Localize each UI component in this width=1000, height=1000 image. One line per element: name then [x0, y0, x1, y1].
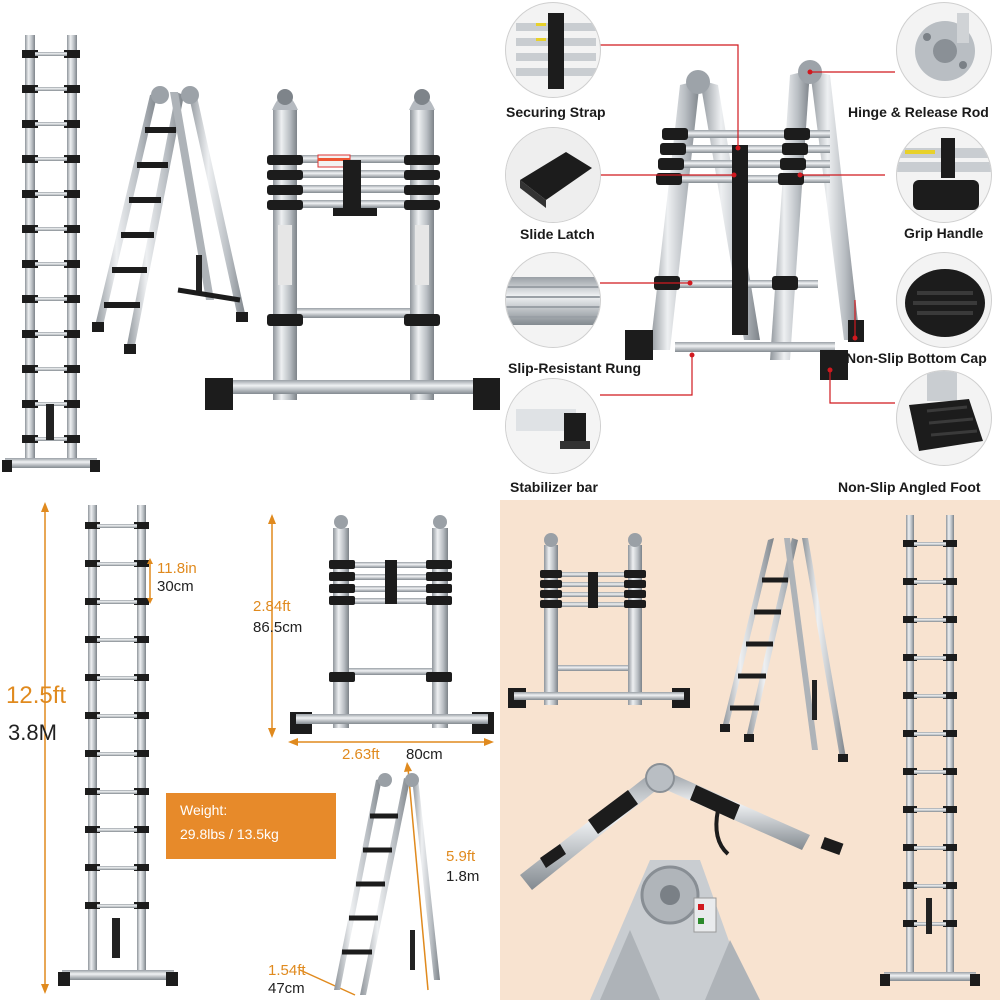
label-hinge-release-rod: Hinge & Release Rod: [848, 104, 989, 120]
a-frame-height-cm: 86.5cm: [253, 619, 303, 636]
label-slip-resistant-rung: Slip-Resistant Rung: [508, 360, 642, 376]
rung-spacing-inches: 11.8in: [157, 560, 197, 577]
feature-callout-illustration: [600, 44, 895, 404]
dimension-arrows: [41, 502, 494, 996]
dimensions-illustration: [41, 502, 494, 996]
open-a-frame: [720, 538, 848, 762]
feature-callout-panel: Securing Strap Hinge & Release Rod Slide…: [500, 0, 1000, 500]
label-securing-strap: Securing Strap: [506, 104, 606, 120]
configurations-panel: [500, 500, 1000, 1000]
dimensions-panel: 11.8in 30cm 12.5ft 3.8M 2.84ft 86.5cm 2.…: [0, 500, 500, 1000]
label-slide-latch: Slide Latch: [520, 226, 595, 242]
label-stabilizer-bar: Stabilizer bar: [510, 479, 598, 495]
a-base-ft: 1.54ft: [268, 962, 306, 979]
slide-latch-closeup: [505, 127, 601, 223]
weight-badge: Weight: 29.8lbs / 13.5kg: [166, 793, 336, 859]
central-a-frame-ladder: [625, 60, 864, 380]
extended-ladder-side: [880, 515, 980, 986]
a-frame-ladder-angled: [92, 86, 248, 354]
weight-value: 29.8lbs / 13.5kg: [180, 826, 279, 842]
full-height-m: 3.8M: [8, 720, 57, 745]
ladder-views-illustration: [2, 35, 500, 472]
a-base-cm: 47cm: [268, 980, 305, 997]
a-height-m: 1.8m: [446, 868, 480, 885]
a-frame-angled-small: [334, 773, 440, 995]
stabilizer-bar-closeup: [505, 378, 601, 474]
full-height-ft: 12.5ft: [6, 682, 67, 709]
label-grip-handle: Grip Handle: [904, 225, 984, 241]
rung-spacing-cm: 30cm: [157, 578, 194, 595]
a-height-ft: 5.9ft: [446, 848, 476, 865]
callout-lines: [600, 44, 895, 404]
folded-a-frame: [508, 533, 690, 708]
configurations-illustration: [508, 515, 980, 1000]
a-frame-folded-small: [290, 515, 494, 734]
a-frame-height-ft: 2.84ft: [253, 598, 291, 615]
hinge-closeup: [590, 860, 760, 1000]
securing-strap-closeup: [505, 2, 601, 98]
extended-ladder: [58, 505, 178, 986]
base-width-ft: 2.63ft: [342, 746, 380, 763]
non-slip-bottom-cap-closeup: [896, 252, 992, 348]
a-frame-ladder-front: [205, 89, 500, 410]
slip-resistant-rung-closeup: [505, 252, 601, 348]
weight-title: Weight:: [180, 802, 228, 818]
ladder-views-panel: [0, 0, 500, 500]
label-non-slip-angled-foot: Non-Slip Angled Foot: [838, 479, 981, 495]
non-slip-angled-foot-closeup: [896, 370, 992, 466]
base-width-cm: 80cm: [406, 746, 443, 763]
grip-handle-closeup: [896, 127, 992, 223]
hinge-release-rod-closeup: [896, 2, 992, 98]
collapsed-ladder: [520, 763, 844, 890]
straight-ladder: [2, 35, 100, 472]
label-non-slip-bottom-cap: Non-Slip Bottom Cap: [846, 350, 987, 366]
